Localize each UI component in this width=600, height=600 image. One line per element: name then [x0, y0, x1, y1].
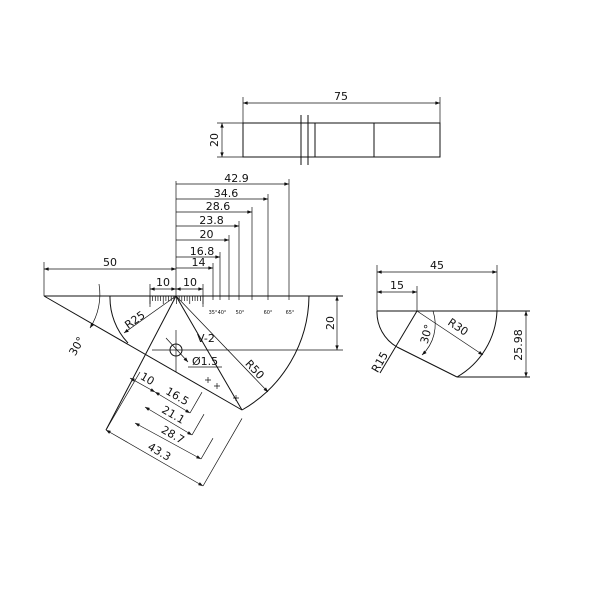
radius-small-label: R25 [122, 309, 147, 332]
top-dim-label: 14 [192, 256, 206, 269]
hole-label: Ø1.5 [192, 355, 218, 368]
top-dim-label: 16.8 [190, 245, 215, 258]
top-dim-label: 20 [200, 228, 214, 241]
lower-dim-label: 10 [138, 370, 157, 388]
lower-dim-label: 43.3 [145, 440, 173, 464]
block-outline [242, 122, 441, 158]
scale-ticks [149, 296, 204, 304]
extension-line [105, 371, 141, 431]
top-dim-label: 28.6 [206, 200, 231, 213]
angle-mark: 40° [218, 310, 227, 316]
top-dim-label: 34.6 [214, 187, 239, 200]
scale-right-label: 10 [183, 276, 197, 289]
scale-left-label: 10 [156, 276, 170, 289]
angle-tick [214, 383, 220, 389]
side-view: 45 15 30° R30 R15 25.98 [369, 259, 530, 378]
dim-length-label: 75 [334, 90, 348, 103]
lower-dim-line [105, 429, 204, 487]
angle-tick [205, 377, 211, 383]
extension-line [202, 418, 243, 487]
extension-line [200, 438, 214, 460]
angle-mark: 50° [236, 310, 245, 316]
lower-dim-line [129, 377, 156, 393]
top-dim-label: 23.8 [199, 214, 224, 227]
angle-tick [233, 395, 239, 401]
side-offset-label: 15 [390, 279, 404, 292]
extension-line [191, 414, 205, 436]
dim-thickness-label: 20 [208, 133, 221, 147]
dim-width-label: 50 [103, 256, 117, 269]
side-height-label: 25.98 [512, 329, 525, 361]
side-width-label: 45 [430, 259, 444, 272]
extension-line [189, 392, 203, 414]
side-radius-large-label: R30 [445, 316, 470, 339]
angle-label: 30° [66, 335, 87, 358]
top-dim-label: 42.9 [224, 172, 249, 185]
angle-mark: 35° [209, 310, 218, 316]
dim-height-label: 20 [324, 316, 337, 330]
block-name: V-2 [197, 332, 215, 345]
side-radius-small-label: R15 [369, 350, 391, 375]
side-angle-label: 30° [418, 323, 436, 345]
radius-large-label: R50 [242, 357, 266, 382]
angle-mark: 65° [286, 310, 295, 316]
top-view: 75 20 [208, 90, 441, 165]
angle-mark: 60° [264, 310, 273, 316]
